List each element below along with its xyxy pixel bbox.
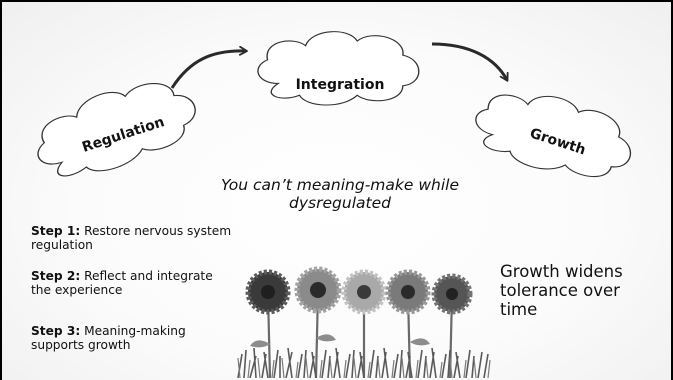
tagline: You can’t meaning-make while dysregulate… [221,176,459,212]
grass [237,347,489,378]
step-item: Step 3: Meaning-making supports growth [31,324,236,352]
step-text: Meaning-making supports growth [31,324,186,352]
growth-note: Growth widens tolerance over time [500,262,623,319]
step-label: Step 1: [31,224,81,238]
arrow-integration-to-growth [431,42,509,82]
cloud-growth: Growth [475,94,632,177]
step-label: Step 2: [31,269,81,283]
flower-leaves [250,334,430,348]
flower-head [385,269,431,315]
arrow-regulation-to-integration [170,45,248,89]
cloud-label-integration: Integration [296,77,385,93]
flower-head [294,266,342,314]
step-label: Step 3: [31,324,81,338]
step-text: Restore nervous system regulation [31,224,232,252]
flowers-illustration [237,266,491,378]
step-text: Reflect and integrate the experience [31,269,213,297]
flower-heads [245,266,473,315]
frame-border-top [0,0,673,2]
step-item: Step 1: Restore nervous system regulatio… [31,224,236,252]
step-item: Step 2: Reflect and integrate the experi… [31,269,236,297]
cycle-diagram: Regulation Integration Growth [37,31,632,177]
cloud-regulation: Regulation [37,83,196,177]
cloud-integration: Integration [257,31,420,106]
frame-border-left [0,0,2,380]
flower-head [341,269,387,315]
flower-head [431,273,473,315]
frame-border-right [671,0,673,380]
grass-back [237,357,491,378]
flower-head [245,269,291,315]
